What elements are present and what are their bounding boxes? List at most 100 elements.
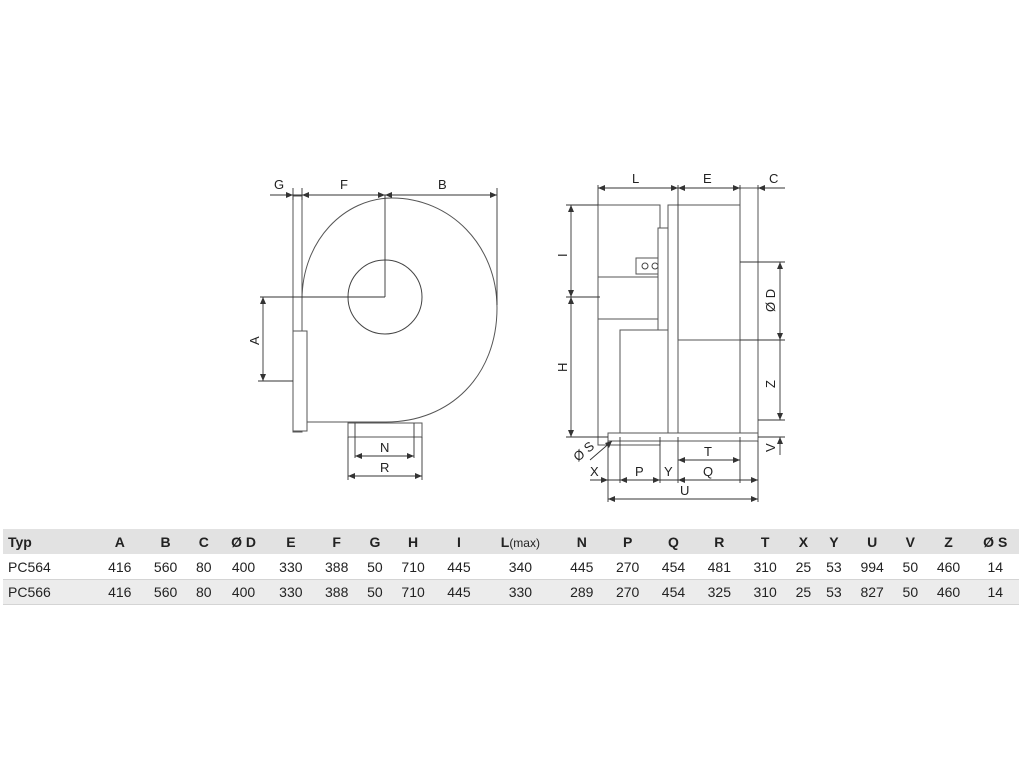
column-header: R: [696, 529, 743, 555]
table-cell: 388: [313, 579, 360, 605]
column-header: H: [390, 529, 437, 555]
table-cell: 14: [971, 554, 1019, 580]
table-cell: 53: [818, 579, 850, 605]
table-cell: 416: [96, 579, 143, 605]
outlet-box: [677, 339, 741, 436]
flange-lip: [292, 330, 308, 432]
column-header: E: [267, 529, 314, 555]
table-cell: 454: [650, 579, 697, 605]
table-cell: 25: [788, 579, 819, 605]
table-cell: 14: [971, 579, 1019, 605]
fan-dimension-drawing: G F B A N R: [247, 171, 785, 502]
scroll-housing: [301, 197, 498, 423]
table-cell: 310: [742, 579, 789, 605]
column-header: V: [895, 529, 926, 555]
column-header: Ø D: [219, 529, 268, 555]
table-cell: 50: [359, 579, 391, 605]
outlet-flange: [292, 195, 303, 433]
table-cell: 445: [436, 579, 482, 605]
motor-end: [597, 276, 661, 320]
label-Z: Z: [763, 380, 778, 388]
column-header: Typ: [3, 529, 97, 555]
table-cell: 560: [142, 554, 189, 580]
label-H: H: [555, 363, 570, 372]
label-B: B: [438, 177, 447, 192]
label-P: P: [635, 464, 644, 479]
label-G: G: [274, 177, 284, 192]
table-cell: 325: [696, 579, 743, 605]
label-L: L: [632, 171, 639, 186]
table-cell: PC564: [3, 554, 97, 580]
table-cell: 460: [925, 579, 972, 605]
column-header: X: [788, 529, 819, 555]
table-cell: 270: [604, 554, 651, 580]
label-A: A: [247, 336, 262, 345]
table-cell: PC566: [3, 579, 97, 605]
label-N: N: [380, 440, 389, 455]
column-header: U: [849, 529, 896, 555]
table-cell: 400: [219, 579, 268, 605]
label-Y: Y: [664, 464, 673, 479]
lower-frame: [619, 329, 669, 436]
table-cell: 50: [359, 554, 391, 580]
motor-flange: [657, 227, 669, 335]
table-cell: 270: [604, 579, 651, 605]
table-cell: 53: [818, 554, 850, 580]
table-cell: 827: [849, 579, 896, 605]
table-cell: 710: [390, 554, 437, 580]
column-header: A: [96, 529, 143, 555]
label-F: F: [340, 177, 348, 192]
label-U: U: [680, 483, 689, 498]
table-cell: 340: [481, 554, 559, 580]
label-R: R: [380, 460, 389, 475]
column-header-L-suffix: (max): [509, 535, 540, 550]
table-cell: 330: [267, 579, 314, 605]
base-frame: [607, 432, 759, 442]
table-row: PC564 416 560 80 400 330 388 50 710 445 …: [3, 554, 1019, 580]
label-Q: Q: [703, 464, 713, 479]
table-cell: 481: [696, 554, 743, 580]
table-cell: 560: [142, 579, 189, 605]
table-row: PC566 416 560 80 400 330 388 50 710 445 …: [3, 579, 1019, 605]
front-view: G F B A N R: [247, 177, 498, 480]
column-header: N: [558, 529, 605, 555]
table-cell: 388: [313, 554, 360, 580]
column-header-L: L(max): [481, 529, 559, 555]
label-X: X: [590, 464, 599, 479]
column-header: G: [359, 529, 391, 555]
base-foot: [347, 422, 423, 438]
table-cell: 445: [436, 554, 482, 580]
label-S: Ø S: [570, 438, 597, 464]
column-header: P: [604, 529, 651, 555]
side-view: L E C I H Ø D Z V Ø S: [555, 171, 785, 502]
table-cell: 310: [742, 554, 789, 580]
column-header: Ø S: [971, 529, 1019, 555]
table-cell: 80: [188, 579, 220, 605]
column-header: T: [742, 529, 789, 555]
table-cell: 416: [96, 554, 143, 580]
table-cell: 80: [188, 554, 220, 580]
table-cell: 50: [895, 554, 926, 580]
table-cell: 330: [481, 579, 559, 605]
table-cell: 25: [788, 554, 819, 580]
table-cell: 330: [267, 554, 314, 580]
column-header: F: [313, 529, 360, 555]
table-cell: 400: [219, 554, 268, 580]
label-D: Ø D: [763, 289, 778, 312]
table-cell: 994: [849, 554, 896, 580]
table-cell: 289: [558, 579, 605, 605]
label-E: E: [703, 171, 712, 186]
label-I: I: [555, 253, 570, 257]
table-cell: 50: [895, 579, 926, 605]
column-header: C: [188, 529, 220, 555]
table-header-row: Typ A B C Ø D E F G H I L(max) N P Q R T…: [3, 529, 1019, 555]
table-cell: 445: [558, 554, 605, 580]
table-cell: 454: [650, 554, 697, 580]
column-header: Q: [650, 529, 697, 555]
label-V: V: [763, 443, 778, 452]
label-C: C: [769, 171, 778, 186]
column-header: I: [436, 529, 482, 555]
column-header: Y: [818, 529, 850, 555]
column-header: B: [142, 529, 189, 555]
column-header: Z: [925, 529, 972, 555]
